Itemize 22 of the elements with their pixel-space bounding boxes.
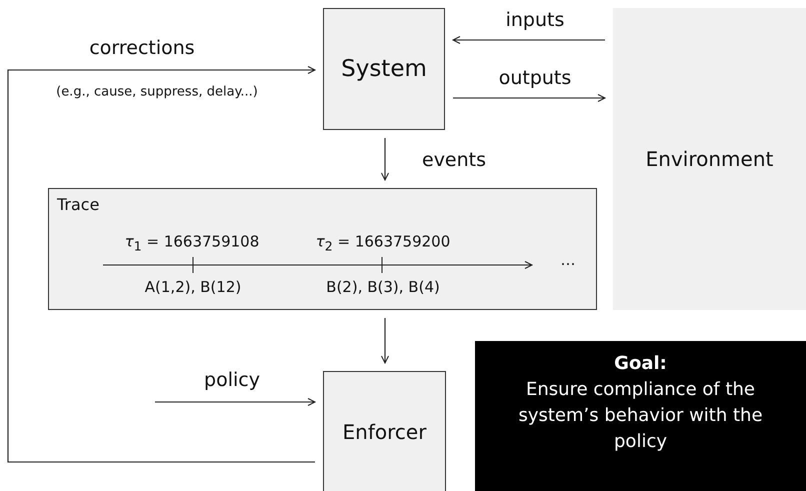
timestamp-label: τ$_{1}$ = 1663759108 (124, 232, 260, 254)
event-label: B(2), B(3), B(4) (326, 278, 440, 296)
node-title: Environment (646, 147, 774, 171)
goal-heading: Goal: (614, 352, 667, 376)
node-title: Trace (57, 195, 100, 214)
arrow (453, 94, 606, 102)
node-title: Enforcer (342, 420, 426, 444)
arrow (381, 138, 389, 180)
arrow (7, 66, 316, 463)
goal-box (475, 341, 806, 491)
arrow (155, 398, 316, 406)
trace-box (48, 188, 597, 310)
event-label: A(1,2), B(12) (144, 278, 242, 296)
enforcer-box (323, 371, 446, 491)
goal-text: Ensure compliance of the system’s behavior with the policy (517, 378, 764, 454)
arrow (452, 36, 605, 44)
node-title: System (341, 56, 427, 82)
system-box (323, 8, 445, 130)
timestamp-label: τ$_{2}$ = 1663759200 (316, 232, 450, 254)
note-text: (e.g., cause, suppress, delay...) (56, 84, 258, 100)
ellipsis: … (560, 251, 576, 269)
arrow (381, 318, 389, 364)
